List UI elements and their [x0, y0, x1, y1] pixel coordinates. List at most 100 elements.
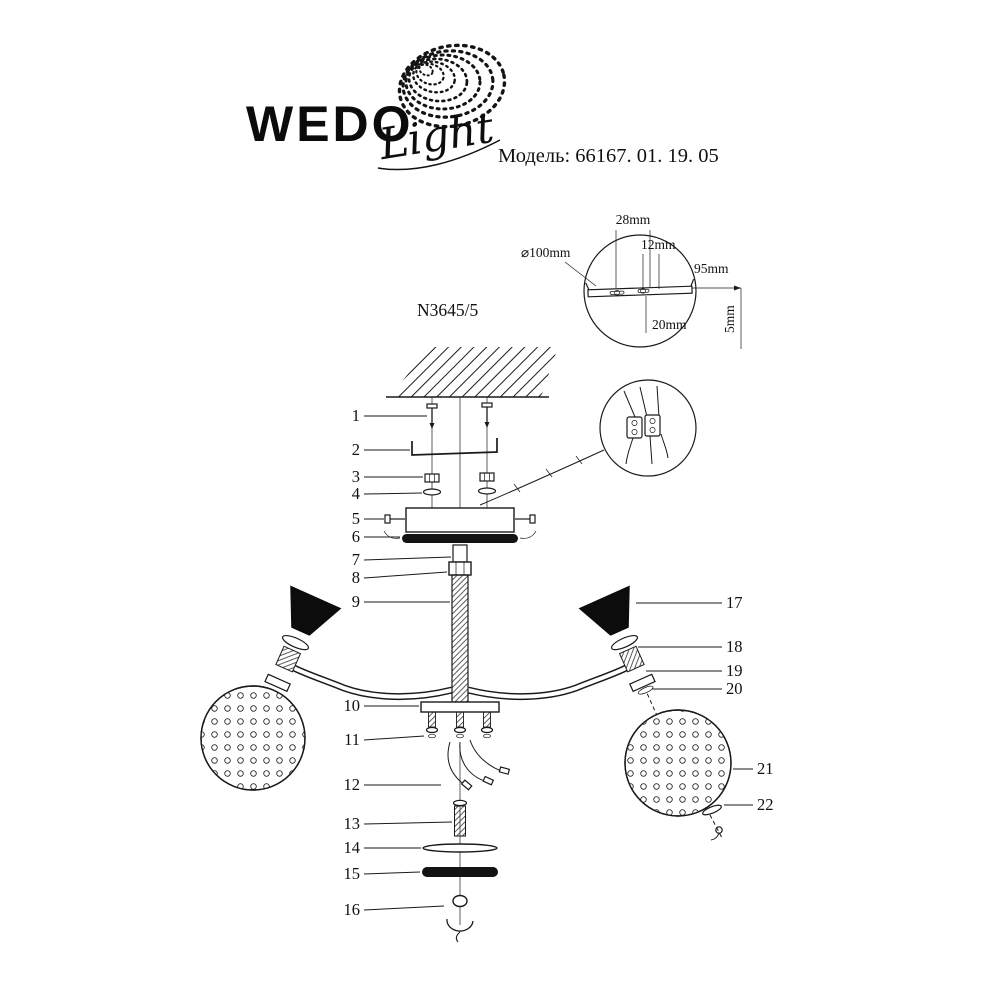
callout-6: 6: [352, 527, 400, 546]
right-glass-sphere: [625, 710, 731, 816]
callout-9: 9: [352, 592, 450, 611]
ceiling-disc: [402, 534, 518, 543]
callout-2-label: 2: [352, 440, 360, 459]
left-socket-cap: [264, 673, 291, 693]
mount-detail-bubble: 28mm 12mm ⌀100mm 95mm 20mm 5mm: [521, 212, 742, 349]
callout-21: 21: [733, 759, 774, 778]
callouts-right: 17 18 19 20 21 22: [636, 593, 774, 814]
bottom-cover-disc: [422, 867, 498, 877]
callouts-left-top: 1 2 3 4 5 6 7 8 9: [352, 406, 452, 611]
canopy: [383, 507, 537, 539]
callout-1: 1: [352, 406, 427, 425]
terminal-block: [626, 414, 661, 439]
callout-9-label: 9: [352, 592, 360, 611]
rotation-arrow-right: [519, 530, 537, 539]
callout-18-label: 18: [726, 637, 743, 656]
callout-17-label: 17: [726, 593, 743, 612]
dim-20mm-label: 20mm: [652, 317, 687, 332]
right-lamp: [578, 585, 732, 841]
callout-15: 15: [344, 864, 421, 883]
canopy-side-screw-right: [529, 514, 536, 524]
callout-1-label: 1: [352, 406, 360, 425]
callout-7: 7: [352, 550, 452, 569]
callout-6-label: 6: [352, 527, 360, 546]
dim-arrow: [734, 285, 741, 291]
callout-13: 13: [344, 814, 453, 833]
right-arm: [467, 664, 628, 701]
left-socket: [275, 645, 302, 673]
callout-18: 18: [638, 637, 743, 656]
left-glass-sphere: [201, 686, 305, 790]
callout-14: 14: [344, 838, 421, 857]
right-holder-ring: [610, 634, 639, 651]
sphere-retainer-screw: [710, 826, 723, 841]
callout-12: 12: [344, 775, 441, 794]
callout-22: 22: [724, 795, 774, 814]
brand-logo: WEDO Light: [246, 43, 507, 171]
locknut: [448, 561, 472, 576]
detail-circle: [583, 234, 697, 348]
callout-15-label: 15: [344, 864, 361, 883]
part-code-label: N3645/5: [417, 300, 479, 320]
detail-circle: [599, 379, 697, 477]
fixing-nuts: [424, 472, 495, 483]
callout-7-label: 7: [352, 550, 360, 569]
callout-4: 4: [352, 484, 423, 503]
hub-bolts: [425, 711, 494, 739]
callout-3-label: 3: [352, 467, 360, 486]
callout-5: 5: [352, 509, 384, 528]
callout-21-label: 21: [757, 759, 774, 778]
callout-11: 11: [344, 730, 425, 749]
dim-95mm-label: 95mm: [694, 261, 729, 276]
callout-14-label: 14: [344, 838, 361, 857]
callout-3: 3: [352, 467, 423, 486]
callout-10: 10: [344, 696, 419, 715]
bottom-stud: [452, 799, 468, 837]
callout-20-label: 20: [726, 679, 743, 698]
callout-11-label: 11: [344, 730, 360, 749]
dim-diameter-label: ⌀100mm: [521, 245, 571, 260]
right-socket: [618, 645, 645, 673]
wiring-detail-bubble: [479, 379, 697, 506]
washers: [422, 487, 497, 496]
right-socket-cap: [629, 673, 656, 693]
callout-12-label: 12: [344, 775, 361, 794]
callout-19: 19: [646, 661, 743, 680]
callout-10-label: 10: [344, 696, 361, 715]
brand-wordmark: WEDO: [246, 96, 414, 152]
mounting-strap: [411, 438, 498, 456]
bottom-washer-disc: [422, 843, 498, 853]
mounting-plate: [585, 278, 695, 298]
spiral-logo-icon: [397, 43, 507, 129]
left-shade-cone: [290, 585, 342, 636]
callout-16-label: 16: [344, 900, 361, 919]
callout-8-label: 8: [352, 568, 360, 587]
central-rod: [451, 574, 469, 703]
canopy-side-screw-left: [384, 514, 391, 524]
model-number-label: Модель: 66167. 01. 19. 05: [498, 145, 719, 167]
callout-2: 2: [352, 440, 410, 459]
sphere-retainer-disc: [702, 804, 722, 816]
callouts-left-bottom: 10 11 12 13 14 15 16: [344, 696, 453, 919]
brand-underline: [377, 139, 501, 171]
callout-16: 16: [344, 900, 445, 919]
mounting-screws: [426, 402, 493, 429]
dim-12mm-label: 12mm: [641, 237, 676, 252]
callout-17: 17: [636, 593, 743, 612]
callout-20: 20: [652, 679, 743, 698]
callout-22-label: 22: [757, 795, 774, 814]
dim-28mm-label: 28mm: [616, 212, 651, 227]
wire-leader: [479, 449, 605, 506]
hub-plate: [420, 701, 500, 713]
callout-8: 8: [352, 568, 448, 587]
dim-5mm-label: 5mm: [722, 305, 737, 333]
right-shade-cone: [578, 585, 630, 636]
lamp-wires: [447, 739, 511, 791]
callout-19-label: 19: [726, 661, 743, 680]
callout-5-label: 5: [352, 509, 360, 528]
ceiling-hatch: [386, 347, 558, 398]
threaded-nipple: [452, 544, 468, 563]
callout-13-label: 13: [344, 814, 361, 833]
left-holder-ring: [281, 634, 310, 651]
